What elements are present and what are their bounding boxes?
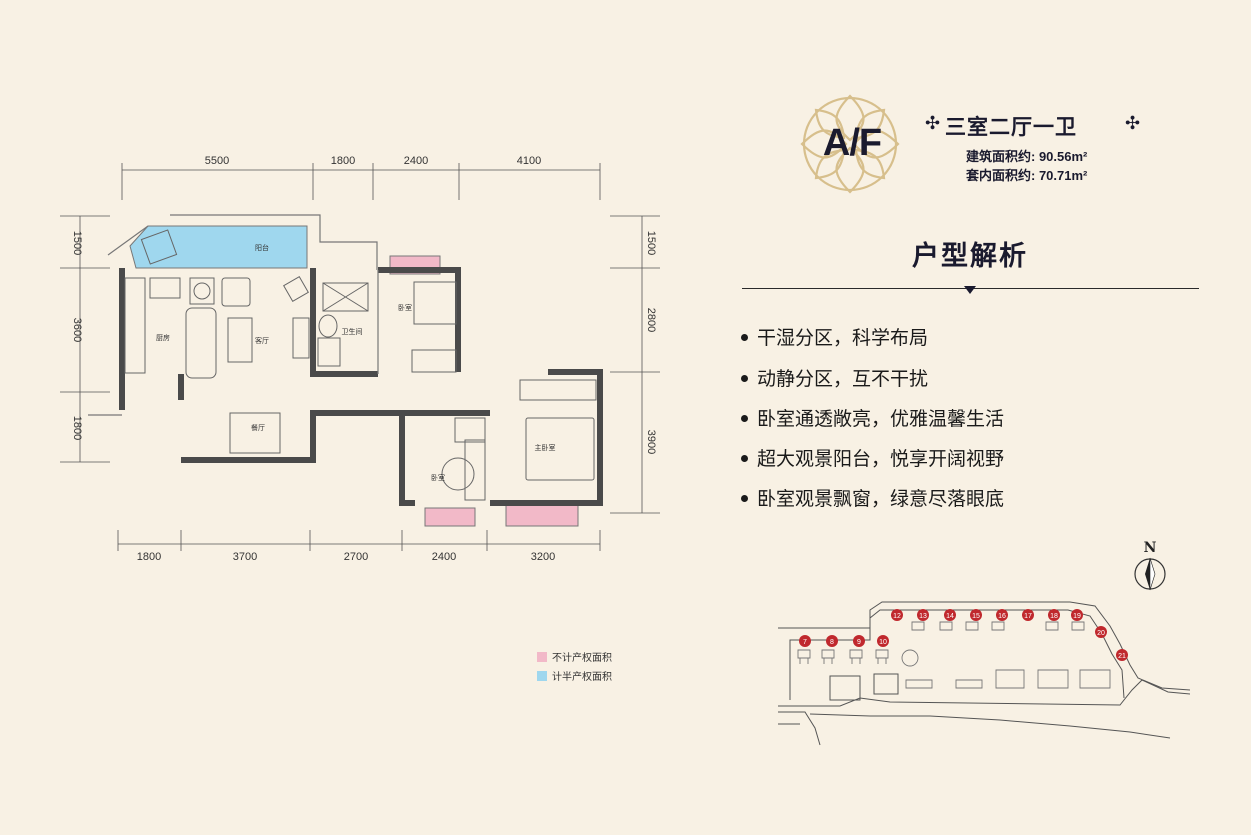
svg-text:14: 14: [946, 613, 954, 620]
room-labels: 阳台 厨房 客厅 卫生间 卧室 餐厅 卧室 主卧室: [156, 243, 556, 482]
room-master: 主卧室: [535, 443, 556, 452]
divider-arrow-icon: [964, 286, 976, 294]
svg-text:12: 12: [893, 613, 901, 620]
north-label: N: [1144, 540, 1157, 556]
feature-item: 卧室观景飘窗，绿意尽落眼底: [741, 484, 1004, 511]
room-bath: 卫生间: [342, 327, 363, 336]
site-map: N 7 8 9 10 12 13 14 15 16 17: [778, 540, 1190, 746]
legend-blue-swatch: [537, 670, 547, 681]
svg-text:10: 10: [879, 639, 887, 646]
feature-text: 动静分区，互不干扰: [757, 368, 929, 390]
bay-window-lower-right: [505, 504, 579, 527]
bullet-icon: [741, 333, 748, 341]
svg-text:15: 15: [972, 613, 980, 620]
legend-pink-label: 不计产权面积: [552, 653, 612, 664]
feature-item: 干湿分区，科学布局: [741, 323, 928, 350]
feature-text: 卧室通透敞亮，优雅温馨生活: [757, 408, 1005, 430]
room-kitchen: 厨房: [156, 333, 170, 342]
bay-window-lower-left: [424, 507, 476, 527]
svg-text:17: 17: [1024, 613, 1032, 620]
bullet-icon: [741, 454, 748, 462]
svg-text:18: 18: [1050, 613, 1058, 620]
svg-text:20: 20: [1097, 630, 1105, 637]
ornament-right-icon: ✣: [1125, 113, 1141, 133]
svg-text:19: 19: [1073, 613, 1081, 620]
legend-pink-swatch: [537, 651, 547, 662]
building-blocks: [797, 621, 1111, 689]
furniture: [124, 229, 597, 501]
feature-text: 卧室观景飘窗，绿意尽落眼底: [757, 488, 1005, 510]
dim-top-2: 1800: [331, 155, 355, 167]
room-dining: 餐厅: [251, 423, 265, 432]
bullet-icon: [741, 414, 748, 422]
svg-text:7: 7: [803, 639, 807, 646]
svg-text:13: 13: [919, 613, 927, 620]
dim-right-3: 3900: [645, 430, 657, 454]
room-balcony: 阳台: [255, 243, 269, 252]
floor-plan: 5500 1800 2400 4100 1800 3700 2700 2400 …: [60, 155, 660, 563]
balcony-area: [129, 225, 308, 269]
feature-text: 干湿分区，科学布局: [757, 327, 929, 349]
legend-blue: 计半产权面积: [537, 668, 612, 683]
svg-text:16: 16: [998, 613, 1006, 620]
feature-item: 卧室通透敞亮，优雅温馨生活: [741, 404, 1004, 431]
dim-left-1: 1500: [71, 231, 83, 255]
room-living: 客厅: [255, 336, 269, 345]
unit-type: 三室二厅一卫: [945, 114, 1077, 139]
svg-text:8: 8: [830, 639, 834, 646]
dim-left-3: 1800: [71, 416, 83, 440]
bullet-icon: [741, 494, 748, 502]
dim-left-2: 3600: [71, 318, 83, 342]
compass-icon: [1134, 557, 1166, 591]
dimension-lines: [60, 163, 660, 551]
feature-item: 超大观景阳台，悦享开阔视野: [741, 444, 1004, 471]
dim-top-4: 4100: [517, 155, 541, 167]
legend-blue-label: 计半产权面积: [552, 672, 612, 683]
building-area: 建筑面积约: 90.56m²: [966, 149, 1088, 164]
site-boundary: [778, 601, 1190, 746]
legend-pink: 不计产权面积: [537, 649, 612, 664]
walls: [119, 267, 603, 506]
inner-area: 套内面积约: 70.71m²: [966, 168, 1088, 183]
bullet-icon: [741, 374, 748, 382]
feature-item: 动静分区，互不干扰: [741, 364, 928, 391]
dim-top-3: 2400: [404, 155, 428, 167]
ornament-left-icon: ✣: [925, 113, 941, 133]
thin-walls: [88, 214, 379, 416]
svg-text:9: 9: [857, 639, 861, 646]
dim-bottom-3: 2700: [344, 551, 368, 563]
room-bedroom-lower: 卧室: [431, 473, 445, 482]
dim-bottom-2: 3700: [233, 551, 257, 563]
building-markers: 7 8 9 10 12 13 14 15 16 17 18 19 20 21: [799, 609, 1128, 661]
unit-code: A/F: [822, 122, 882, 164]
dim-right-2: 2800: [645, 308, 657, 332]
unit-logo-emblem: [800, 94, 900, 194]
dimension-labels: 5500 1800 2400 4100 1800 3700 2700 2400 …: [71, 155, 657, 563]
analysis-title: 户型解析: [912, 241, 1028, 272]
dim-bottom-5: 3200: [531, 551, 555, 563]
dim-bottom-1: 1800: [137, 551, 161, 563]
svg-text:21: 21: [1118, 653, 1126, 660]
feature-text: 超大观景阳台，悦享开阔视野: [757, 448, 1005, 470]
dim-right-1: 1500: [645, 231, 657, 255]
dim-top-1: 5500: [205, 155, 229, 167]
dim-bottom-4: 2400: [432, 551, 456, 563]
room-bedroom-small: 卧室: [398, 303, 412, 312]
